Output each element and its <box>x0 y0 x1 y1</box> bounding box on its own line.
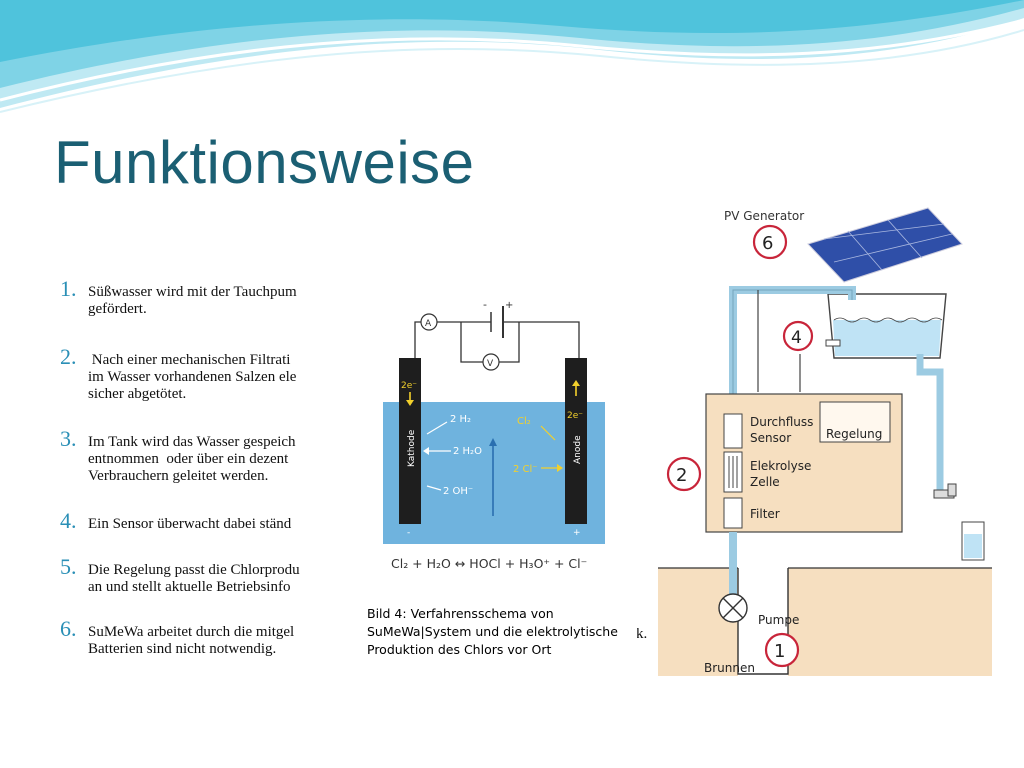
figure-caption-line: Bild 4: Verfahrensschema von <box>367 606 554 621</box>
list-text-line: im Wasser vorhandenen Salzen ele <box>88 369 297 385</box>
list-text-line: entnommen oder über ein dezent <box>88 451 289 467</box>
list-text-line: Die Regelung passt die Chlorprodu <box>88 562 300 578</box>
svg-text:2: 2 <box>676 465 687 486</box>
step-6-marker <box>752 224 788 260</box>
cathode-pole: - <box>407 528 410 538</box>
battery-icon <box>490 306 504 338</box>
control-label: Regelung <box>826 427 882 441</box>
species-cl-minus: 2 Cl⁻ <box>513 464 538 475</box>
list-text-line: Verbrauchern geleitet werden. <box>88 468 269 484</box>
cathode-label: Kathode <box>407 429 417 467</box>
pv-label: PV Generator <box>724 209 804 223</box>
pv-panel-icon <box>807 207 963 283</box>
list-text-line: Batterien sind nicht notwendig. <box>88 641 277 657</box>
list-text-line: sicher abgetötet. <box>88 386 187 402</box>
list-number: 1. <box>60 276 77 301</box>
electrolysis-figure: - + A V 2e⁻ 2e⁻ Kathode Anode - + 2 H₂ 2… <box>337 292 637 682</box>
list-text-line: gefördert. <box>88 301 147 317</box>
svg-text:A: A <box>425 319 432 329</box>
list-text-line: an und stellt aktuelle Betriebsinfo <box>88 579 291 595</box>
species-h2o: 2 H₂O <box>453 446 482 457</box>
list-text-line: Im Tank wird das Wasser gespeich <box>88 434 296 450</box>
list-number: 2. <box>60 344 77 369</box>
electrolysis-label: Elekrolyse <box>750 459 811 473</box>
filter-label: Filter <box>750 507 780 521</box>
faucet-icon <box>933 483 985 561</box>
anode-electrode <box>565 358 587 524</box>
pump-label: Pumpe <box>758 613 799 627</box>
svg-text:4: 4 <box>791 328 802 348</box>
step-4-marker <box>782 320 814 352</box>
list-text-line: Nach einer mechanischen Filtrati <box>88 352 291 368</box>
list-number: 4. <box>60 508 77 533</box>
list-text-line: Süßwasser wird mit der Tauchpum <box>88 284 297 300</box>
svg-text:V: V <box>487 359 494 369</box>
anode-label: Anode <box>573 435 583 464</box>
step-1-marker <box>764 632 800 668</box>
list-text-line: SuMeWa arbeitet durch die mitgel <box>88 624 295 640</box>
header-waves <box>0 0 1024 113</box>
flow-sensor-label: Sensor <box>750 431 791 445</box>
svg-text:1: 1 <box>774 641 785 662</box>
list-number: 5. <box>60 554 77 579</box>
svg-text:6: 6 <box>762 233 773 254</box>
flow-sensor-label: Durchfluss <box>750 415 813 429</box>
species-h2: 2 H₂ <box>450 414 471 425</box>
ammeter-icon: A <box>420 313 438 331</box>
battery-plus: + <box>505 300 513 311</box>
figure-caption-line: Produktion des Chlors vor Ort <box>367 642 551 657</box>
voltmeter-icon: V <box>482 353 500 371</box>
text-fragment: k. <box>636 626 648 642</box>
cathode-electrode <box>399 358 421 524</box>
anode-pole: + <box>573 528 581 538</box>
pump-icon <box>718 593 748 623</box>
list-number: 3. <box>60 426 77 451</box>
battery-minus: - <box>483 298 487 311</box>
species-cl2: Cl₂ <box>517 416 531 427</box>
reaction-equation: Cl₂ + H₂O ↔ HOCl + H₃O⁺ + Cl⁻ <box>391 556 587 571</box>
page-title: Funktionsweise <box>54 129 475 196</box>
species-oh: 2 OH⁻ <box>443 486 473 497</box>
step-2-marker <box>666 456 702 492</box>
anode-charge: 2e⁻ <box>567 411 583 421</box>
well-label: Brunnen <box>704 661 755 675</box>
list-text-line: Ein Sensor überwacht dabei ständ <box>88 516 292 532</box>
electrolysis-label: Zelle <box>750 475 780 489</box>
cathode-charge: 2e⁻ <box>401 381 417 391</box>
list-number: 6. <box>60 616 77 641</box>
figure-caption-line: SuMeWa|System und die elektrolytische <box>367 624 618 639</box>
system-schematic: PV Generator 6 4 3 2 5 1 Durchfluss Sens… <box>658 204 992 676</box>
